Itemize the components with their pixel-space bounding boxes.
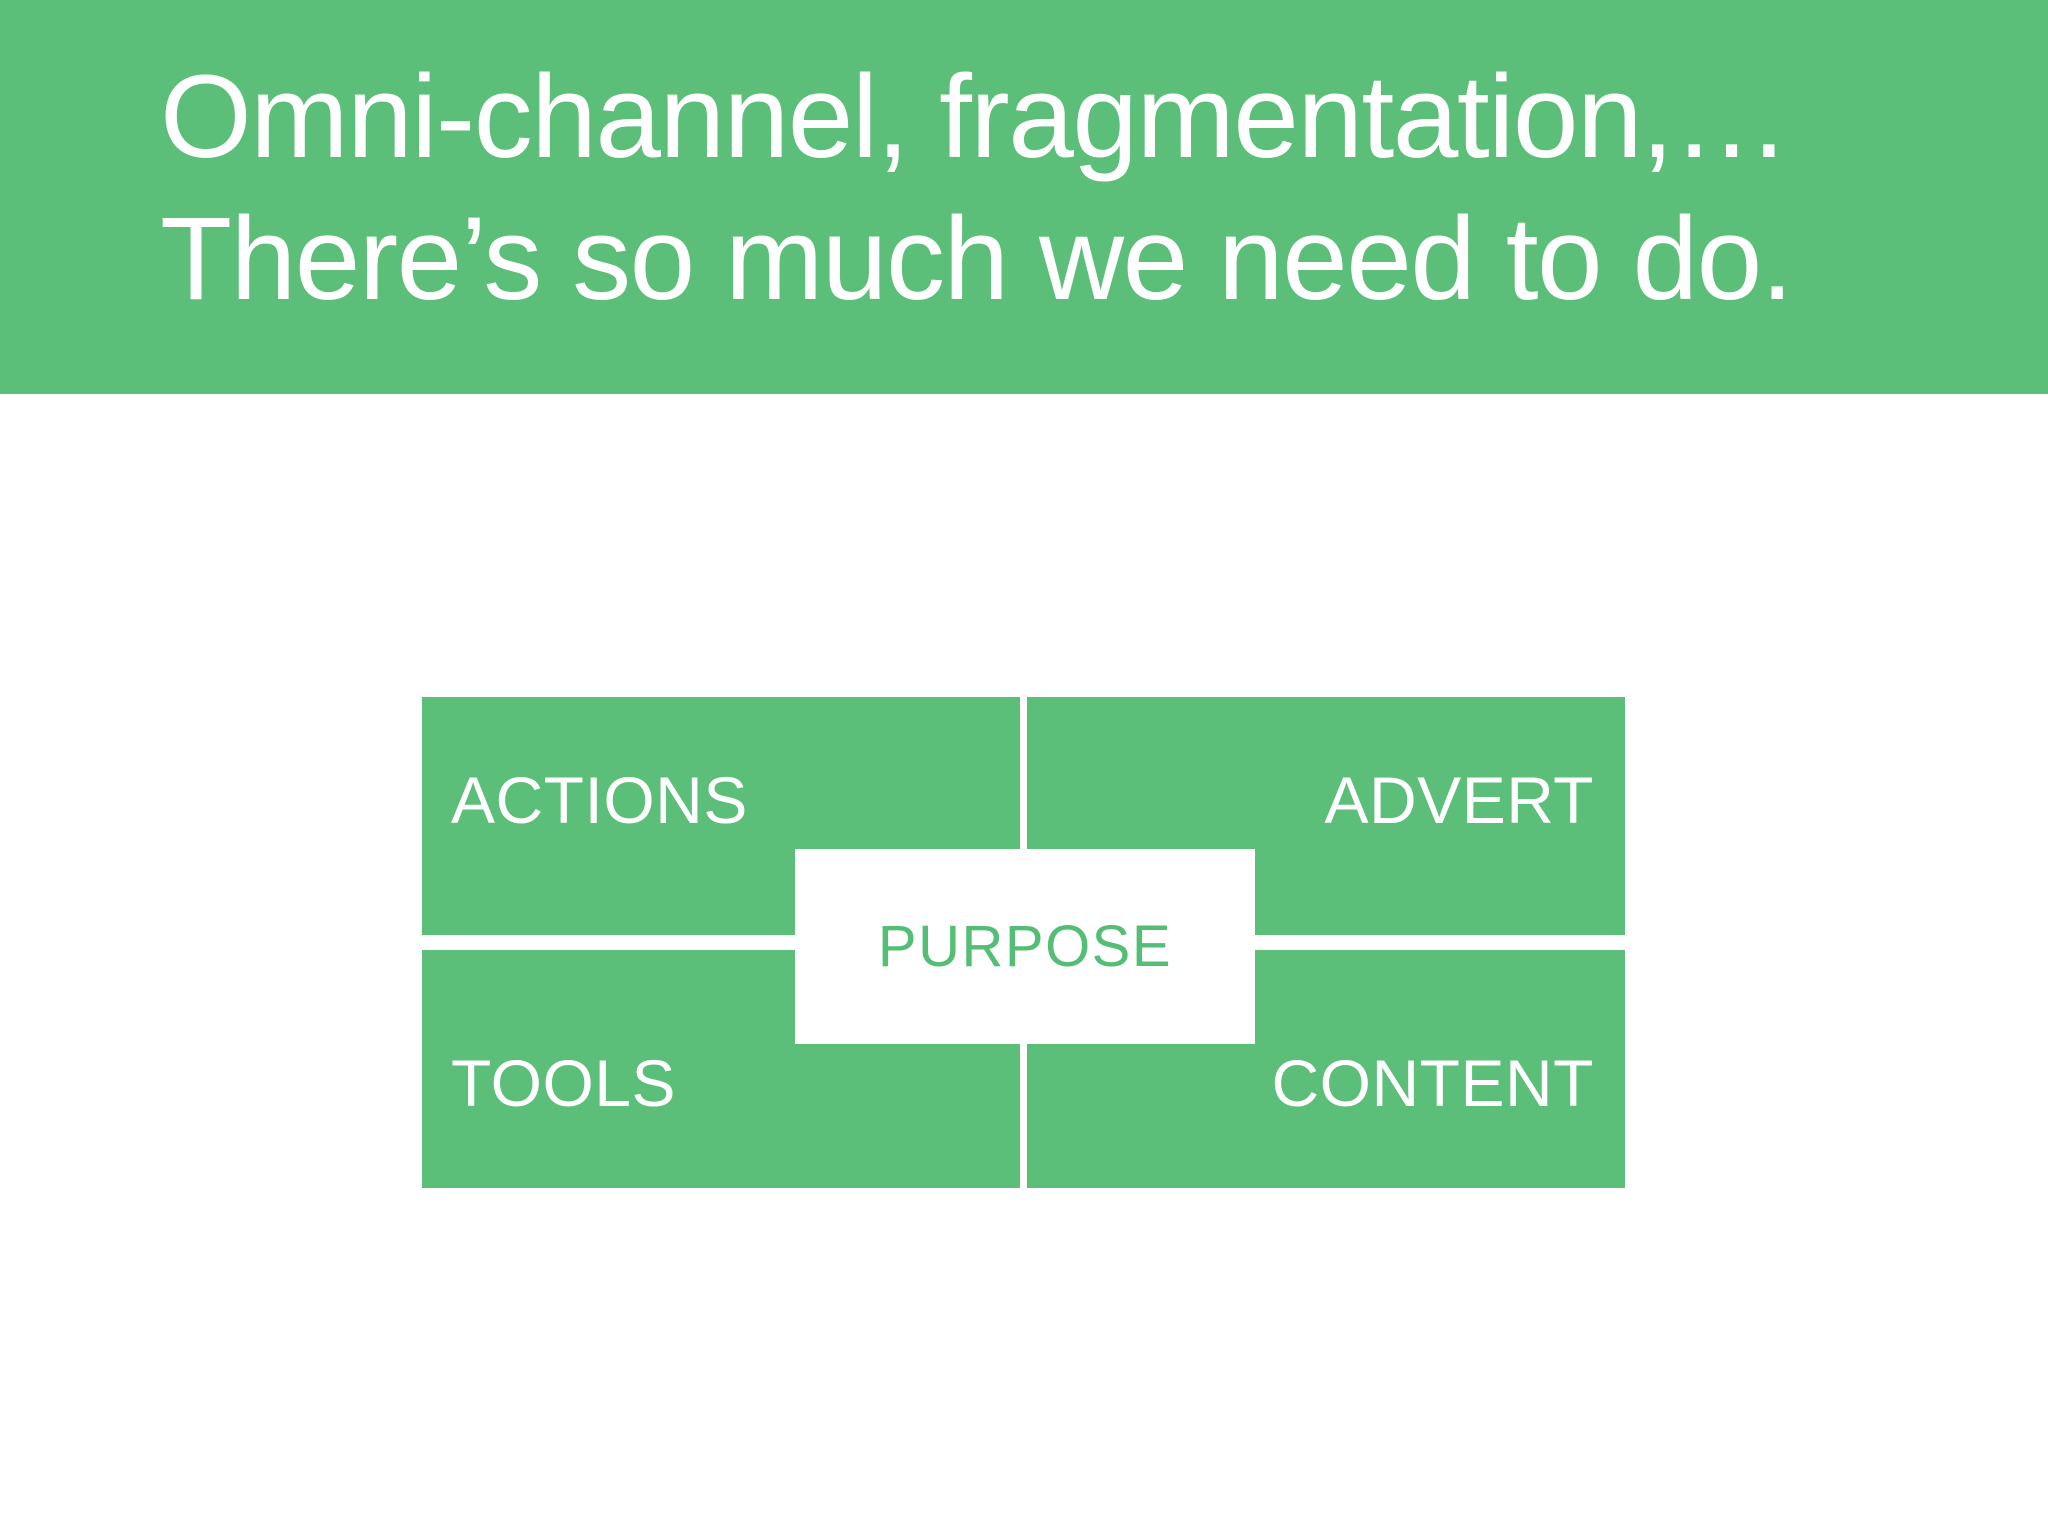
quadrant-tools[interactable]: TOOLS — [422, 950, 1020, 1188]
quadrant-actions[interactable]: ACTIONS — [422, 697, 1020, 935]
quadrant-content-label: CONTENT — [1271, 1046, 1594, 1120]
quadrant-advert-label: ADVERT — [1324, 763, 1594, 837]
header-band: Omni-channel, fragmentation,… There’s so… — [0, 0, 2048, 394]
purpose-label: PURPOSE — [877, 913, 1173, 979]
purpose-center-card[interactable]: PURPOSE — [795, 849, 1255, 1044]
quadrant-tools-label: TOOLS — [451, 1046, 677, 1120]
slide-title: Omni-channel, fragmentation,… There’s so… — [160, 51, 1794, 325]
diagram-stage: ACTIONS ADVERT TOOLS CONTENT PURPOSE — [0, 394, 2048, 1536]
quadrant-actions-label: ACTIONS — [451, 763, 748, 837]
